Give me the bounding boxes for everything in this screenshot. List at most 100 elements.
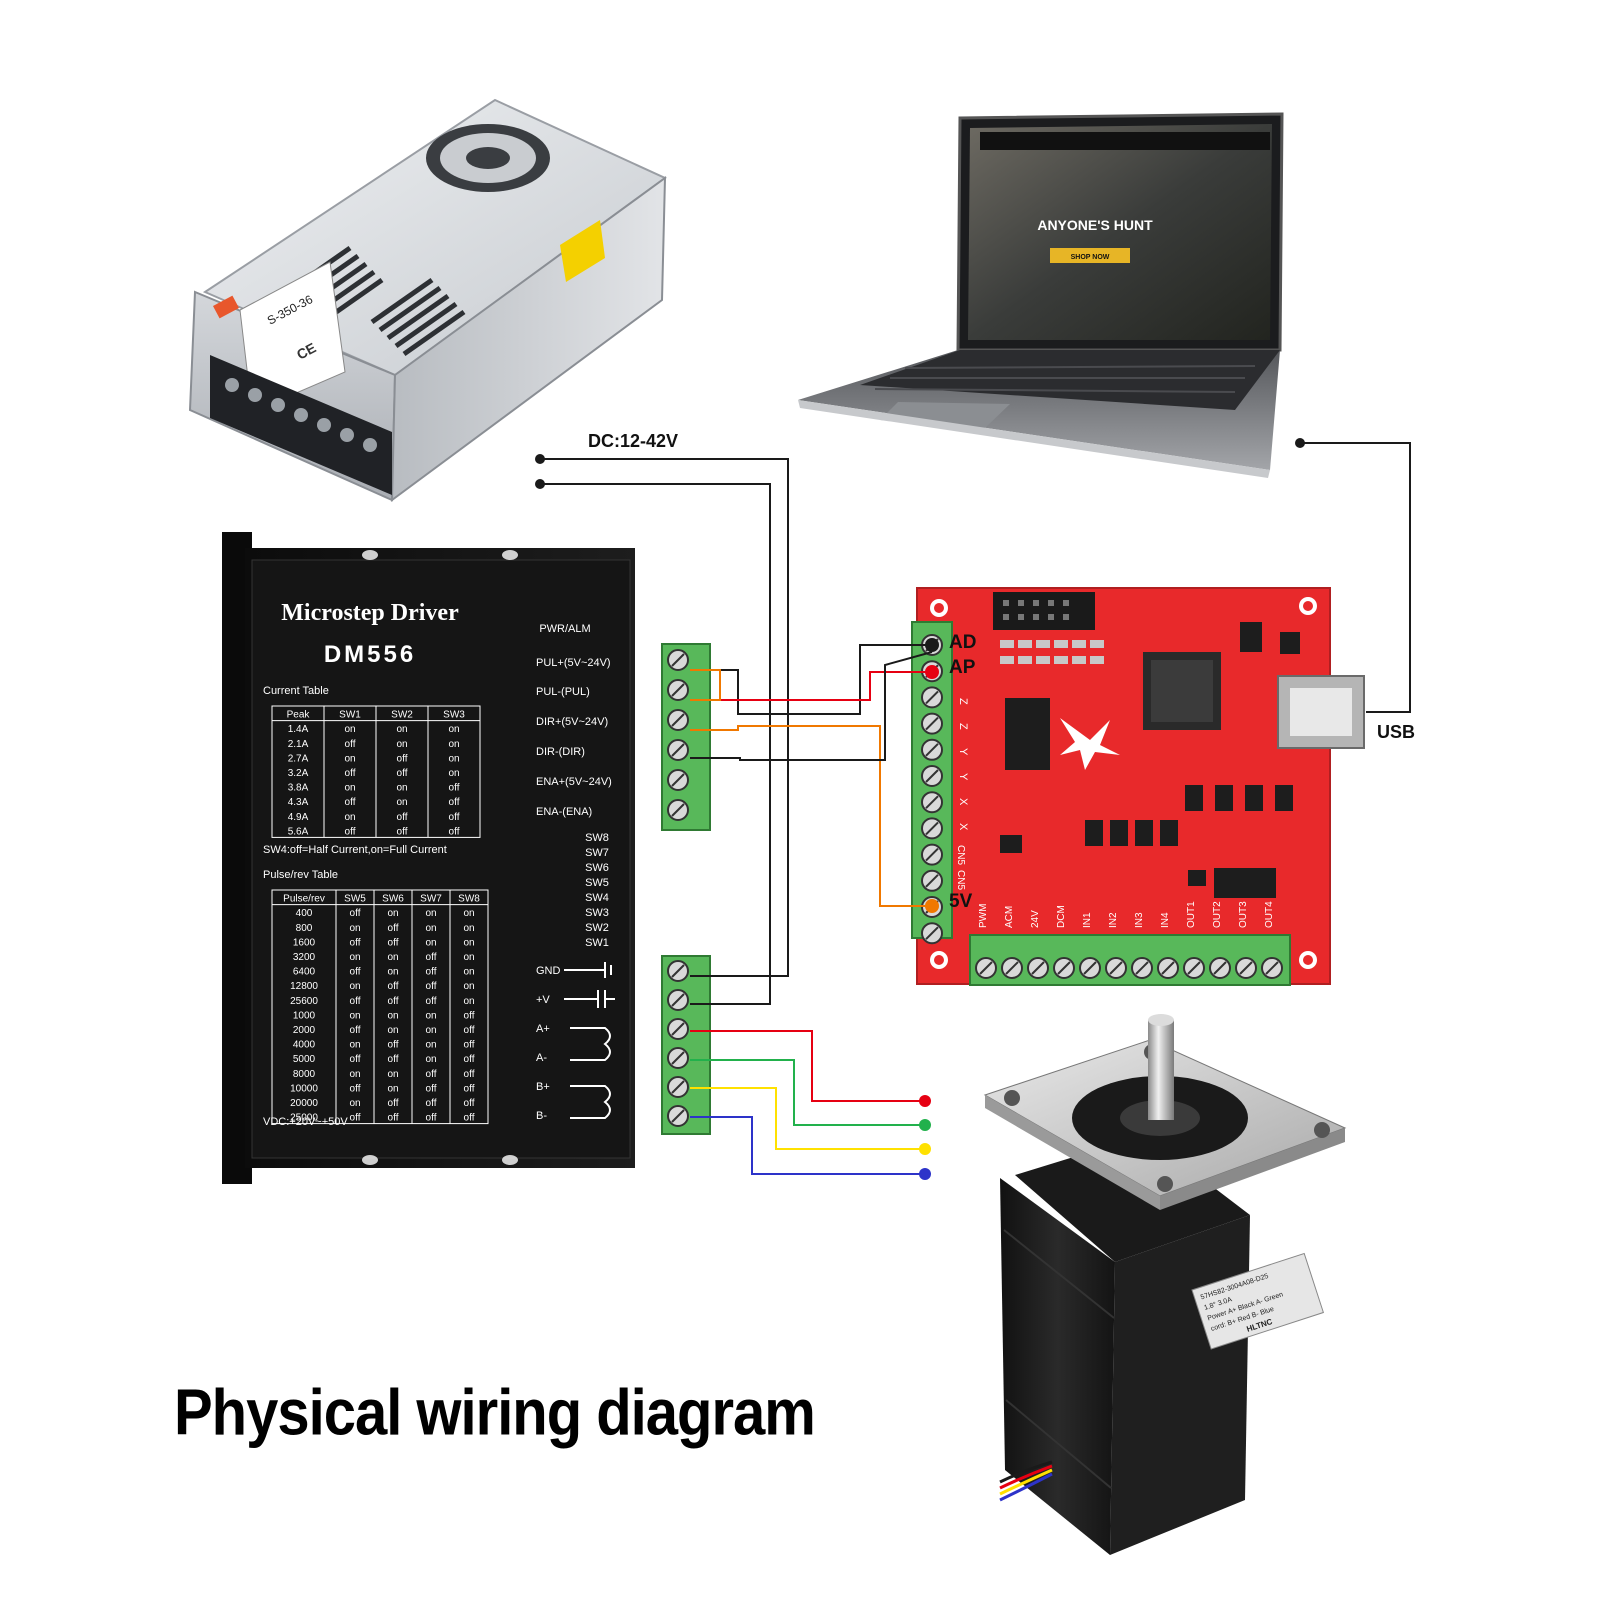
current-table-cell: 3.2A [288, 768, 309, 779]
pulse-table-cell: 4000 [293, 1040, 316, 1051]
pulse-table-cell: off [388, 996, 399, 1007]
signal-terminal-screw-slot [671, 803, 685, 817]
pulse-table-cell: off [388, 981, 399, 992]
controller-bottom-screw-slot [1135, 961, 1149, 975]
page-title: Physical wiring diagram [174, 1377, 815, 1450]
switch-label: SW8 [585, 832, 609, 844]
terminal-a-plus: A+ [536, 1023, 550, 1035]
pwr-alm-label: PWR/ALM [539, 623, 590, 635]
bottom-pin-labels: PWM ACM 24V DCM IN1 IN2 IN3 IN4 OUT1 OUT… [978, 901, 1275, 928]
signal-terminal-screw-slot [671, 713, 685, 727]
power-supply: S-350-36 CE [188, 98, 667, 503]
bottom-pin-label: 24V [1030, 910, 1041, 928]
controller-side-terminal-screw-slot [925, 795, 939, 809]
current-table-cell: on [448, 739, 459, 750]
pulse-table-cell: off [426, 967, 437, 978]
pulse-table-cell: off [388, 1040, 399, 1051]
pulse-table-cell: on [463, 908, 474, 919]
bottom-pin-label: IN1 [1082, 912, 1093, 928]
signal-wire-5v [690, 725, 932, 907]
controller-side-terminal-screw-slot [925, 716, 939, 731]
pulse-table-cell: on [425, 1054, 436, 1065]
pulse-table-cell: off [426, 1083, 437, 1094]
pulse-table-cell: off [426, 1098, 437, 1109]
current-table-cell: 1.4A [288, 724, 309, 735]
power-terminal-screw-slot [671, 1022, 685, 1036]
pulse-table-cell: on [387, 908, 398, 919]
controller-side-terminal-screw-slot [925, 769, 939, 783]
usb-label: USB [1377, 722, 1415, 742]
pulse-table-grid [271, 889, 489, 1125]
current-table-cell: off [449, 812, 460, 823]
side-pin-labels: Z Z Y Y X X CN5 CN5 [955, 698, 969, 890]
pulse-table-cell: off [464, 1069, 475, 1080]
pulse-table-cell: 12800 [290, 981, 318, 992]
pulse-table-cell: off [426, 996, 437, 1007]
pulse-table-cell: 6400 [293, 967, 316, 978]
side-pin-label: Y [957, 773, 969, 781]
bottom-pin-label: DCM [1056, 905, 1067, 928]
sw4-note: SW4:off=Half Current,on=Full Current [263, 844, 447, 856]
current-table-cell: on [448, 768, 459, 779]
controller-bottom-screw-slot [979, 961, 993, 975]
bottom-pin-label: ACM [1004, 906, 1015, 928]
switch-label: SW4 [585, 892, 609, 904]
controller-side-terminal-screw-slot [925, 847, 939, 862]
terminal-dir-plus: DIR+(5V~24V) [536, 716, 608, 728]
signal-terminal-screw-slot [671, 653, 685, 667]
pulse-table-cell: on [387, 1069, 398, 1080]
pulse-table-header-cell: SW8 [458, 894, 480, 905]
controller-bottom-screw-slot [1213, 961, 1227, 975]
terminal-dir-minus: DIR-(DIR) [536, 746, 585, 758]
pulse-table-cell: off [350, 1054, 361, 1065]
eagle-logo-icon [1060, 718, 1120, 770]
pulse-table-cell: off [350, 1025, 361, 1036]
pulse-table-cell: on [425, 1010, 436, 1021]
current-table-cell: on [396, 783, 407, 794]
coil-b-icon [570, 1085, 611, 1119]
bottom-pin-label: IN4 [1160, 912, 1171, 928]
controller-bottom-screw-slot [1109, 961, 1123, 975]
power-terminal-screw-slot [671, 993, 685, 1007]
signal-terminal-block [661, 643, 711, 831]
controller-bottom-screw-slot [1031, 961, 1045, 975]
pulse-table-cell: 2000 [293, 1025, 316, 1036]
current-table-cell: off [449, 783, 460, 794]
pulse-table-cell: on [349, 952, 360, 963]
side-pin-label: CN5 [955, 845, 966, 865]
power-terminal-block [661, 955, 711, 1135]
side-pin-label: Z [957, 698, 969, 705]
current-table-cell: off [449, 826, 460, 837]
controller-side-terminal-screw-slot [925, 821, 939, 836]
current-table-cell: off [345, 739, 356, 750]
side-pin-label: Y [957, 748, 969, 756]
pulse-table-cell: off [426, 952, 437, 963]
side-pin-label: Z [957, 723, 969, 730]
terminal-pul-minus: PUL-(PUL) [536, 686, 590, 698]
driver-model: DM556 [324, 641, 416, 668]
controller-side-terminal-screw-slot [925, 874, 939, 888]
pulse-table-cell: off [388, 1113, 399, 1124]
pulse-table-cell: off [464, 1083, 475, 1094]
motor-wire-yellow [690, 1087, 925, 1150]
controller-bottom-screw-slot [1265, 961, 1279, 975]
signal-terminal-screw-slot [671, 683, 685, 697]
pulse-table-cell: off [350, 908, 361, 919]
laptop: SHOP NOW ANYONE'S HUNT [798, 112, 1284, 478]
bottom-pin-label: OUT2 [1212, 901, 1223, 928]
controller-side-terminal-screw-slot [925, 926, 939, 940]
terminal-a-minus: A- [536, 1052, 547, 1064]
pin-ad-label: AD [949, 632, 976, 653]
pulse-table-cell: off [388, 1098, 399, 1109]
bottom-pin-label: OUT4 [1264, 901, 1275, 928]
current-table-title: Current Table [263, 685, 329, 697]
current-table-cell: off [397, 753, 408, 764]
pulse-table-cell: on [463, 981, 474, 992]
pulse-table-cell: 25600 [290, 996, 318, 1007]
current-table-header-cell: SW1 [339, 710, 361, 721]
signal-wire-dir [690, 651, 933, 761]
controller-side-terminal-screw-slot [925, 743, 939, 757]
power-terminal-screw-slot [671, 1051, 685, 1065]
psu-terminal-block [210, 355, 392, 495]
